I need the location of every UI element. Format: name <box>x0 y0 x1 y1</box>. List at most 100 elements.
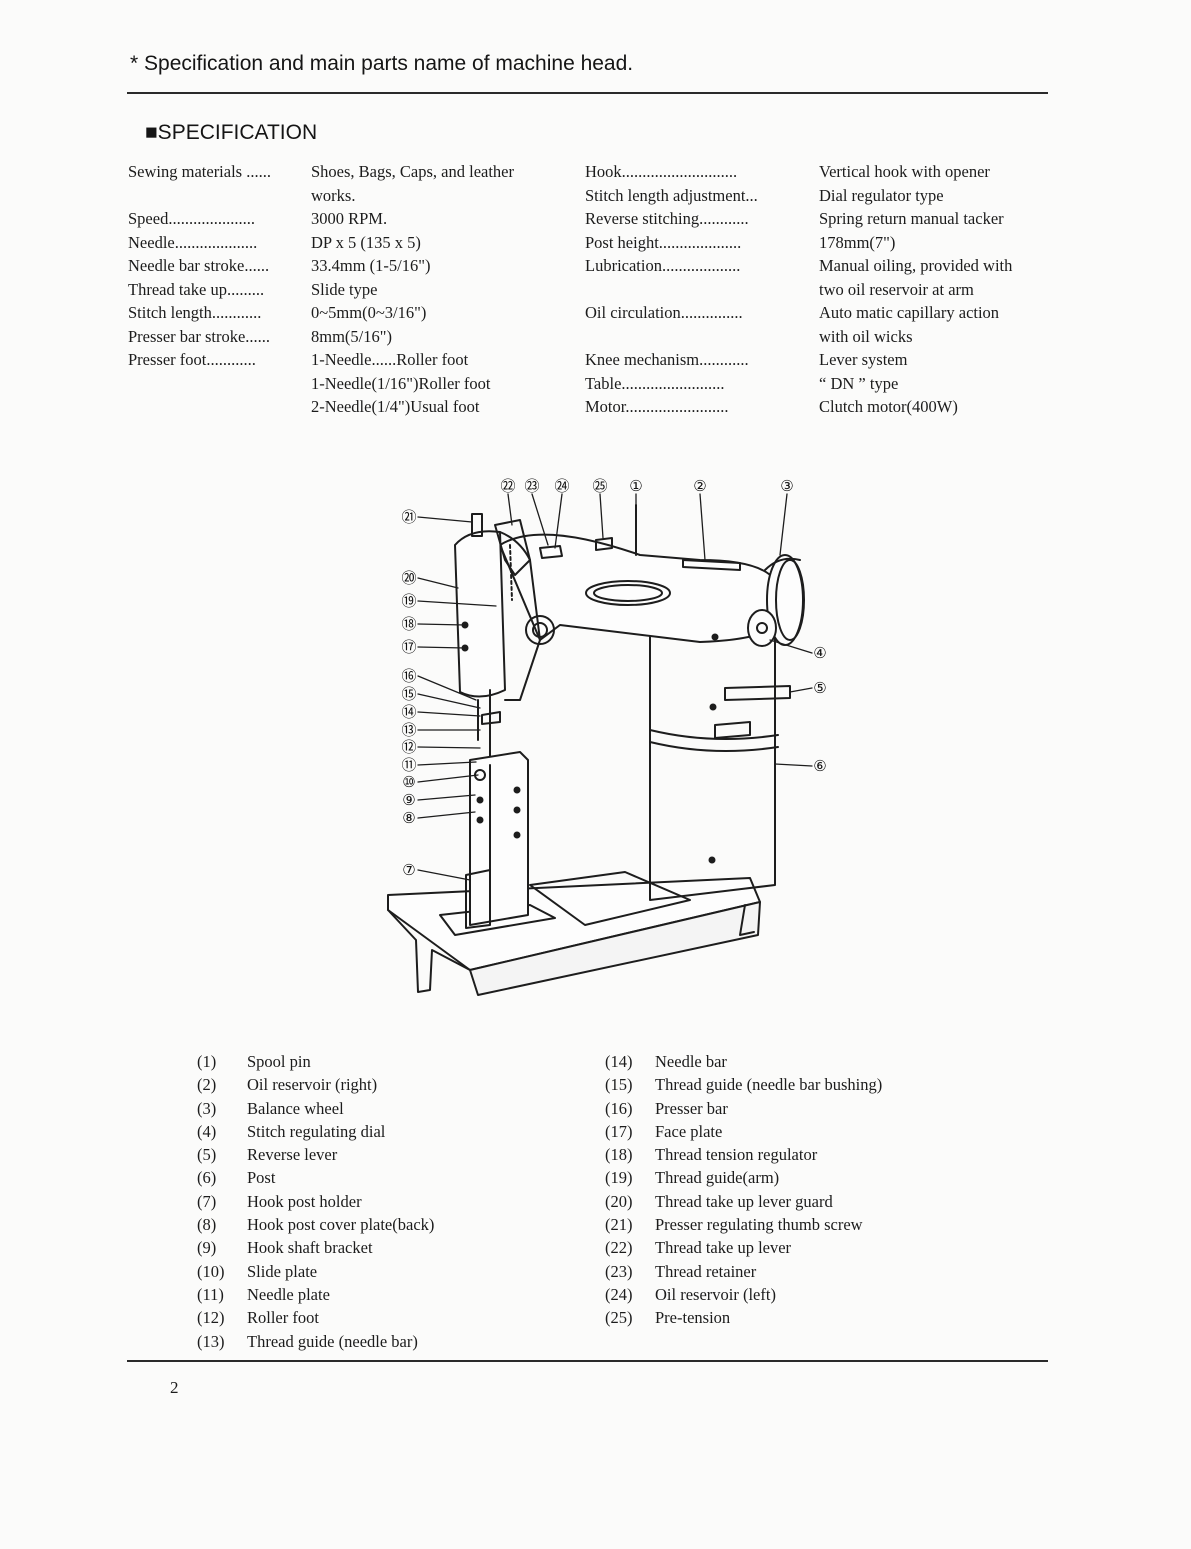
part-number: (16) <box>605 1098 633 1118</box>
spec-value: 8mm(5/16") <box>311 325 568 349</box>
parts-list-item: (22)Thread take up lever <box>605 1236 882 1259</box>
spec-value-line: “ DN ” type <box>819 373 899 393</box>
part-number: (2) <box>197 1075 217 1095</box>
part-number: (7) <box>197 1191 217 1211</box>
part-number: (8) <box>197 1215 217 1235</box>
face-plate <box>454 530 506 698</box>
spec-value: Manual oiling, provided with two oil res… <box>819 254 1065 301</box>
part-name: Spool pin <box>247 1052 311 1071</box>
page-header-title: * Specification and main parts name of m… <box>130 52 634 75</box>
callout-16: ⑯ <box>401 667 416 685</box>
part-number: (9) <box>197 1238 217 1258</box>
spec-row: Table......................... “ DN ” ty… <box>585 372 1065 396</box>
part-number: (10) <box>197 1261 225 1281</box>
spec-value-line: Slide type <box>311 279 378 299</box>
spec-row: Presser foot............ 1-Needle......R… <box>128 348 568 419</box>
spec-label: Post height.................... <box>585 232 742 252</box>
part-name: Needle bar <box>655 1052 727 1071</box>
callout-15: ⑮ <box>401 685 416 703</box>
part-name: Thread guide (needle bar bushing) <box>655 1075 883 1095</box>
spec-label: Stitch length............ <box>128 303 262 322</box>
spec-label: Presser foot............ <box>128 350 256 369</box>
spec-value: Clutch motor(400W) <box>819 395 1065 419</box>
callout-8: ⑧ <box>402 809 415 827</box>
spec-row: Reverse stitching............ Spring ret… <box>585 207 1065 231</box>
hook-post <box>469 751 529 926</box>
parts-list-item: (16) Presser bar <box>605 1097 882 1120</box>
spec-value: 3000 RPM. <box>311 207 568 231</box>
callout-7: ⑦ <box>402 861 415 879</box>
spec-row: Stitch length............ 0~5mm(0~3/16") <box>128 301 568 325</box>
part-number: (24) <box>605 1284 633 1304</box>
spec-label: Oil circulation............... <box>585 303 743 322</box>
spec-value: Auto matic capillary action with oil wic… <box>819 301 1065 348</box>
part-name: Reverse lever <box>247 1145 338 1165</box>
spec-label: Hook............................ <box>585 162 738 181</box>
callout-1: ① <box>629 477 642 495</box>
spec-row: Lubrication................... Manual oi… <box>585 254 1065 301</box>
spec-row: Knee mechanism............ Lever system <box>585 348 1065 372</box>
callout-20: ⑳ <box>401 569 416 587</box>
spec-row: Speed..................... 3000 RPM. <box>128 207 568 231</box>
parts-list-item: (11)Needle plate <box>197 1283 434 1306</box>
spec-value: Vertical hook with opener <box>819 160 1065 184</box>
spec-label: Table......................... <box>585 373 725 393</box>
part-name: Slide plate <box>247 1261 318 1281</box>
take-up-lever <box>494 519 531 576</box>
part-number: (13) <box>197 1331 225 1351</box>
part-number: (25) <box>605 1308 633 1328</box>
spec-value-line: Manual oiling, provided with <box>819 256 1013 275</box>
callout-22: ㉒ <box>500 477 515 495</box>
parts-list-item: (7)Hook post holder <box>197 1190 434 1213</box>
spec-value-line: 1-Needle(1/16")Roller foot <box>311 373 491 393</box>
parts-list-item: (8) Hook post cover plate(back) <box>197 1213 434 1236</box>
spec-value: 0~5mm(0~3/16") <box>311 301 568 325</box>
parts-list-item: (3) Balance wheel <box>197 1097 434 1120</box>
post-column <box>649 619 776 901</box>
spec-row: Stitch length adjustment... Dial regulat… <box>585 184 1065 208</box>
spec-label: Lubrication................... <box>585 256 741 275</box>
part-name: Thread retainer <box>655 1261 757 1281</box>
spec-value-line: Spring return manual tacker <box>819 209 1004 228</box>
spec-value-line: 178mm(7") <box>819 232 896 252</box>
parts-list-item: (20)Thread take up lever guard <box>605 1190 882 1213</box>
spec-value-line: DP x 5 (135 x 5) <box>311 232 421 252</box>
part-name: Thread guide(arm) <box>655 1168 780 1188</box>
callout-17: ⑰ <box>401 638 416 656</box>
part-name: Presser bar <box>655 1098 728 1118</box>
callout-13: ⑬ <box>401 721 416 739</box>
spec-value: 33.4mm (1-5/16") <box>311 254 568 278</box>
callout-19: ⑲ <box>401 592 416 610</box>
spec-value: Spring return manual tacker <box>819 207 1065 231</box>
parts-list-item: (19)Thread guide(arm) <box>605 1166 882 1189</box>
spec-label: Knee mechanism............ <box>585 350 749 369</box>
spec-value: Slide type <box>311 278 568 302</box>
spec-value: 178mm(7") <box>819 231 1065 255</box>
spec-value-line: Shoes, Bags, Caps, and leather <box>311 162 515 181</box>
parts-list-item: (6)Post <box>197 1166 434 1189</box>
part-name: Balance wheel <box>247 1098 344 1118</box>
part-number: (14) <box>605 1052 633 1071</box>
parts-list-item: (4)Stitch regulating dial <box>197 1120 434 1143</box>
parts-list-item: (10) Slide plate <box>197 1260 434 1283</box>
parts-list-item: (1) Spool pin <box>197 1050 434 1073</box>
spec-value-line: 0~5mm(0~3/16") <box>311 303 427 322</box>
spec-label: Speed..................... <box>128 209 255 228</box>
callout-6: ⑥ <box>813 757 826 775</box>
callout-3: ③ <box>780 477 793 495</box>
oil-reservoir-window <box>585 580 671 606</box>
spec-label: Needle bar stroke...... <box>128 256 270 275</box>
part-number: (17) <box>605 1121 633 1141</box>
parts-list-item: (9) Hook shaft bracket <box>197 1236 434 1259</box>
spec-row: Thread take up......... Slide type <box>128 278 568 302</box>
parts-list-right: (14)Needle bar (15)Thread guide (needle … <box>605 1050 882 1330</box>
part-number: (11) <box>197 1284 224 1304</box>
part-name: Hook post cover plate(back) <box>247 1215 435 1235</box>
spec-label: Stitch length adjustment... <box>585 185 758 205</box>
part-number: (1) <box>197 1052 217 1071</box>
spec-row: Motor......................... Clutch mo… <box>585 395 1065 419</box>
spec-row: Needle.................... DP x 5 (135 x… <box>128 231 568 255</box>
part-name: Roller foot <box>247 1308 319 1328</box>
part-number: (3) <box>197 1098 217 1118</box>
part-name: Hook shaft bracket <box>247 1238 373 1258</box>
